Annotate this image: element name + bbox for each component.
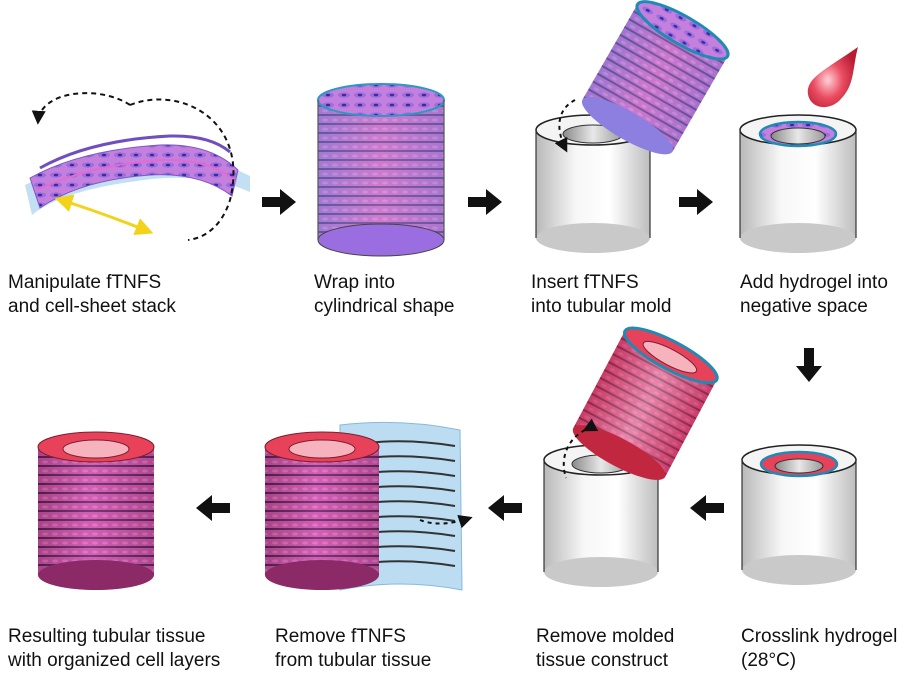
caption-line: Remove fTNFS: [275, 626, 406, 647]
caption-line: into tubular mold: [531, 296, 672, 317]
caption-line: Wrap into: [314, 272, 395, 293]
caption-line: Resulting tubular tissue: [8, 626, 206, 647]
motion-arrow-icon: [54, 194, 154, 236]
flow-arrow-right-icon: [679, 189, 713, 215]
flow-arrow-left-icon: [488, 495, 522, 521]
step3-caption: Insert fTNFS into tubular mold: [531, 271, 671, 319]
caption-line: negative space: [740, 296, 868, 317]
flow-arrow-left-icon: [196, 495, 230, 521]
caption-line: (28°C): [741, 650, 797, 671]
step1-illustration: [25, 92, 250, 241]
flow-arrow-right-icon: [262, 189, 296, 215]
step6-caption: Remove molded tissue construct: [536, 625, 674, 673]
flow-arrow-right-icon: [468, 189, 502, 215]
step2-caption: Wrap into cylindrical shape: [314, 271, 454, 319]
caption-line: and cell-sheet stack: [8, 296, 176, 317]
caption-line: Crosslink hydrogel: [741, 626, 898, 647]
caption-line: with organized cell layers: [8, 650, 221, 671]
flow-arrow-left-icon: [690, 495, 724, 521]
hydrogel-droplet-icon: [807, 47, 858, 108]
caption-line: tissue construct: [536, 650, 668, 671]
step2-illustration: [317, 83, 445, 257]
caption-line: Insert fTNFS: [531, 272, 639, 293]
step3-illustration: [535, 0, 730, 253]
step1-caption: Manipulate fTNFS and cell-sheet stack: [8, 271, 176, 319]
flow-arrow-down-icon: [796, 348, 822, 382]
caption-line: from tubular tissue: [275, 650, 432, 671]
caption-line: Remove molded: [536, 626, 675, 647]
dashed-path-arrow-icon: [554, 99, 576, 153]
step5-illustration: [741, 444, 857, 585]
step6-illustration: [543, 326, 719, 587]
step7-caption: Remove fTNFS from tubular tissue: [275, 625, 431, 673]
step8-caption: Resulting tubular tissue with organized …: [8, 625, 220, 673]
rotation-arrow-icon: [31, 92, 131, 125]
caption-line: cylindrical shape: [314, 296, 455, 317]
step4-illustration: [739, 47, 858, 253]
step5-caption: Crosslink hydrogel (28°C): [741, 625, 897, 673]
step4-caption: Add hydrogel into negative space: [740, 271, 888, 319]
step8-illustration: [37, 431, 155, 590]
caption-line: Add hydrogel into: [740, 272, 888, 293]
step7-illustration: [264, 421, 473, 591]
caption-line: Manipulate fTNFS: [8, 272, 162, 293]
